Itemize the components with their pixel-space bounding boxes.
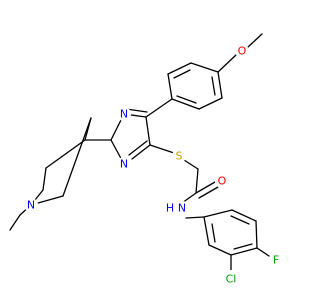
bond-pip-5 [62, 117, 92, 197]
bond-layer [9, 33, 270, 273]
atom-bg [117, 107, 131, 121]
bond-c-s [149, 144, 175, 154]
bond-ar2-3 [230, 247, 258, 256]
bond-ethyl-ch3 [9, 214, 21, 231]
bond-im-1b [125, 108, 148, 113]
bond-aryl-6 [171, 98, 200, 110]
bond-im-3b [128, 140, 148, 156]
bond-ar2-5 [231, 209, 257, 222]
bond-methyl [247, 33, 263, 48]
amide-nitrogen-label: N [178, 202, 186, 215]
fluorine-label: F [273, 254, 279, 267]
bond-s-ch2 [183, 159, 199, 170]
methoxy-oxygen-label: O [238, 45, 247, 58]
bond-co-nh [181, 192, 197, 204]
bond-ar2-d1 [211, 223, 216, 243]
atom-bg [222, 270, 240, 288]
imidazole-nitrogen-top-label: N [120, 108, 128, 121]
molecule-structure: N N N S O O N H Cl F [9, 33, 283, 288]
bond-co-o-1 [195, 181, 216, 194]
amide-hydrogen-label: H [166, 202, 174, 215]
chlorine-label: Cl [226, 273, 237, 286]
bond-ar2-d3 [230, 215, 250, 225]
bond-ar2-1 [203, 216, 210, 246]
atom-bg [117, 157, 131, 171]
bond-im-2 [145, 116, 151, 146]
sulfur-label: S [176, 150, 183, 163]
imidazole-nitrogen-bottom-label: N [120, 158, 128, 171]
atom-bg [24, 198, 38, 212]
bond-nh-ar [185, 216, 205, 219]
bond-aryl-4 [217, 71, 223, 99]
bond-ar2-4 [255, 220, 258, 249]
atom-bg [235, 44, 249, 58]
bond-ch2-co [195, 168, 199, 194]
bond-aryl-d3 [176, 95, 197, 104]
bond-pip-2 [42, 167, 47, 191]
bond-co-o-2 [198, 186, 219, 199]
bond-aryl-d1 [173, 69, 191, 79]
bond-ar2-6 [203, 209, 233, 218]
bond-im-3 [131, 144, 151, 160]
bond-aryl-2 [167, 62, 192, 75]
atom-bg [172, 149, 186, 163]
atom-bg [269, 253, 283, 267]
bond-aryl-5 [198, 97, 223, 110]
piperidine-nitrogen-label: N [27, 199, 35, 212]
bond-ar2-f [256, 247, 270, 257]
bond-ar2-2 [208, 244, 232, 256]
bond-aryl-o [217, 54, 237, 73]
bond-aryl-link [145, 98, 173, 118]
carbonyl-oxygen-label: O [218, 175, 227, 188]
atom-bg [215, 174, 229, 188]
atom-bg [164, 202, 176, 214]
bond-aryl-d2 [211, 76, 216, 96]
bond-pip-3 [45, 139, 86, 169]
bond-ar2-d2 [233, 243, 253, 250]
bond-aryl-1 [167, 73, 173, 100]
bond-aryl-3 [190, 62, 219, 73]
atom-layer: N N N S O O N H Cl F [24, 44, 283, 288]
atom-bg [175, 201, 189, 215]
